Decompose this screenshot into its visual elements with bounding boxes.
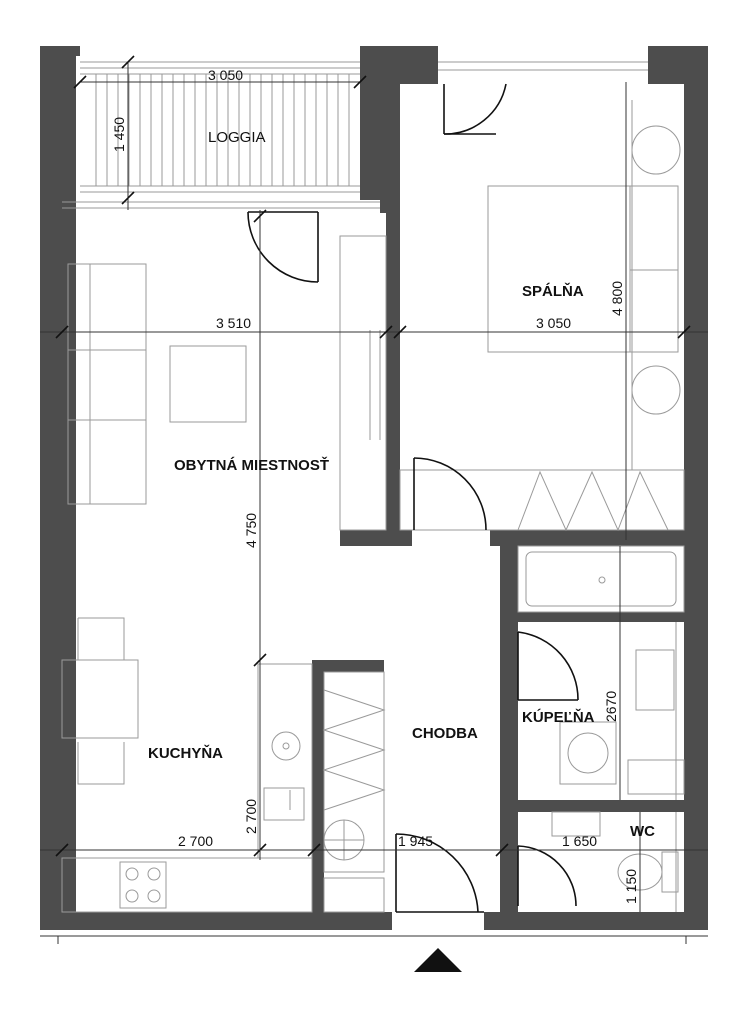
dimension-lines (40, 55, 708, 944)
loggia: LOGGIA (80, 61, 360, 193)
bathroom-height-dim: 2670 (603, 691, 619, 722)
bathroom-label: KÚPEĽŇA (522, 708, 595, 726)
wc-height-dim: 1 150 (623, 869, 639, 904)
kitchen-label: KUCHYŇA (148, 744, 223, 762)
wc-label: WC (630, 823, 655, 840)
living-height-dim: 4 750 (243, 513, 259, 548)
loggia-width-dim: 3 050 (208, 67, 243, 83)
living-width-dim: 3 510 (216, 315, 251, 331)
hall-label: CHODBA (412, 725, 478, 742)
dimension-labels: 3 050 1 450 3 510 3 050 4 800 4 750 2 70… (111, 67, 639, 904)
bedroom-height-dim: 4 800 (609, 281, 625, 316)
furniture (61, 61, 685, 913)
wc-width-dim: 1 650 (562, 833, 597, 849)
loggia-height-dim: 1 450 (111, 117, 127, 152)
living-room-label: OBYTNÁ MIESTNOSŤ (174, 456, 329, 474)
bedroom-width-dim: 3 050 (536, 315, 571, 331)
room-labels: SPÁLŇA OBYTNÁ MIESTNOSŤ KUCHYŇA CHODBA K… (148, 282, 655, 840)
kitchen-width-dim: 2 700 (178, 833, 213, 849)
hall-width-dim: 1 945 (398, 833, 433, 849)
bedroom-label: SPÁLŇA (522, 282, 584, 300)
loggia-label: LOGGIA (208, 129, 266, 146)
entrance-arrow-icon (414, 948, 462, 972)
walls (40, 46, 708, 930)
kitchen-height-dim: 2 700 (243, 799, 259, 834)
entrance-marker: B.02 (400, 948, 480, 1000)
